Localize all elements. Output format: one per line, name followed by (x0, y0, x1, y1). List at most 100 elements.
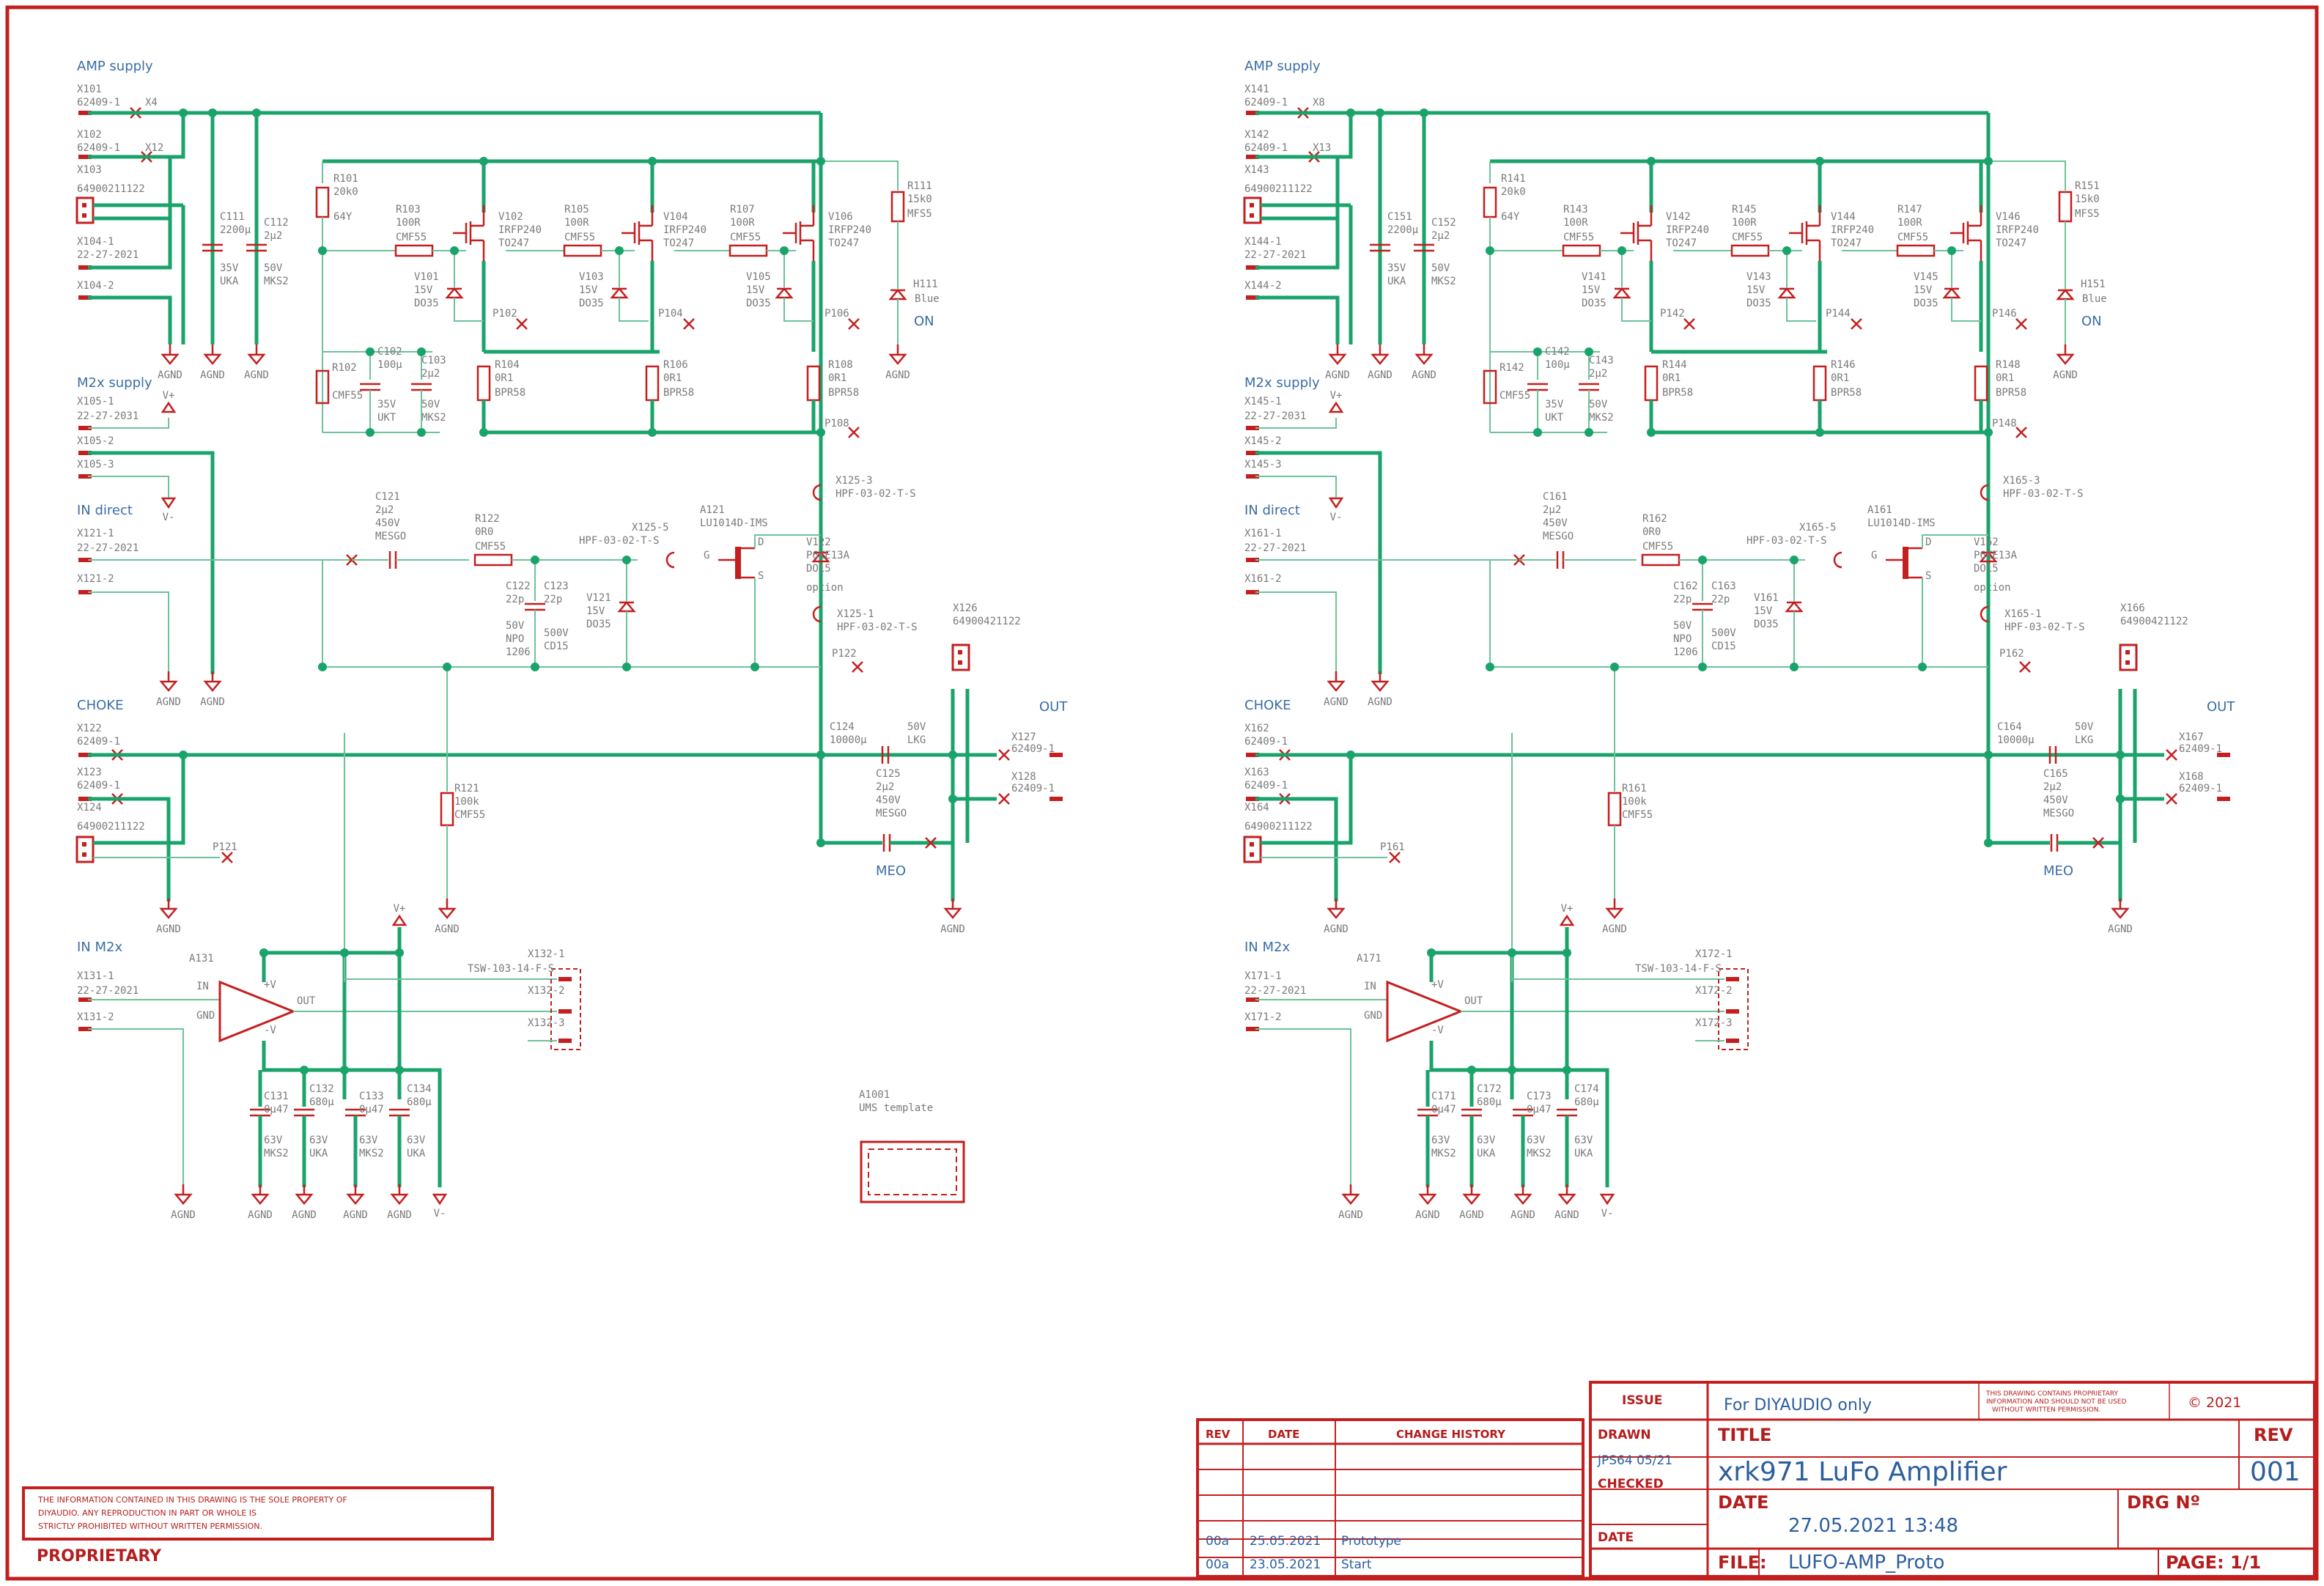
schematic-label: 15V (1754, 605, 1773, 617)
schematic-label: 63V (1574, 1135, 1593, 1146)
title-block-text: REV DATE CHANGE HISTORY 00a 25.05.2021 P… (1206, 1390, 2301, 1574)
schematic-label: X161-2 (1244, 573, 1282, 585)
schematic-label: X161-1 (1244, 528, 1282, 539)
schematic-label: X123 (77, 767, 102, 778)
hist-col-change: CHANGE HISTORY (1396, 1428, 1506, 1441)
no-connect-mark (848, 318, 860, 330)
schematic-label: 0R1 (663, 372, 682, 384)
schematic-label: 62409-1 (1244, 736, 1288, 748)
schematic-label: 50V (2075, 721, 2094, 733)
schematic-label: 64Y (333, 211, 353, 223)
supply-label: V- (1601, 1208, 1614, 1220)
schematic-label: 63V (309, 1135, 328, 1146)
no-connect-mark (1683, 318, 1695, 330)
schematic-label: DO35 (1754, 619, 1779, 630)
capacitor (1557, 1108, 1577, 1117)
schematic-label: X125-1 (837, 608, 874, 620)
mosfet (1950, 205, 1982, 261)
supply-symbol (1328, 401, 1344, 413)
schematic-label: 64Y (1501, 211, 1520, 223)
schematic-label: C102 (377, 346, 402, 358)
section-amp-supply: AMP supply (1244, 59, 1321, 74)
schematic-label: 22p (506, 594, 524, 605)
schematic-label: 62409-1 (1244, 97, 1288, 108)
pin-s: S (758, 570, 764, 582)
hpf-connector (1980, 605, 1989, 623)
schematic-label: X144-2 (1244, 280, 1282, 292)
hist-date-1: 25.05.2021 (1250, 1534, 1321, 1549)
schematic-label: A121 (700, 504, 725, 516)
schematic-label: R162 (1642, 513, 1667, 525)
hpf-connector (665, 551, 675, 569)
schematic-label: HPF-03-02-T-S (835, 488, 916, 500)
schematic-label: R151 (2075, 180, 2100, 192)
legal-line-2: DIYAUDIO. ANY REPRODUCTION IN PART OR WH… (38, 1508, 257, 1518)
schematic-label: 22-27-2021 (1244, 542, 1306, 554)
schematic-label: C134 (407, 1083, 432, 1095)
no-connect-mark (2015, 427, 2027, 438)
hist-col-rev: REV (1206, 1428, 1231, 1441)
schematic-label: V143 (1746, 271, 1771, 283)
schematic-label: 2µ2 (1431, 230, 1450, 242)
schematic-label: 10000µ (830, 734, 867, 746)
schematic-label: 500V (544, 627, 569, 639)
schematic-label: C165 (2043, 768, 2068, 780)
schematic-label: MKS2 (421, 412, 446, 424)
schematic-label: C161 (1543, 491, 1568, 503)
schematic-label: R145 (1732, 204, 1757, 215)
no-connect-mark (2015, 318, 2027, 330)
schematic-label: V102 (498, 211, 523, 223)
ground-label: AGND (435, 923, 460, 935)
ground-label: AGND (158, 369, 182, 381)
schematic-label: X101 (77, 84, 102, 95)
hist-change-2: Start (1341, 1557, 1372, 1572)
schematic-label: V122 (806, 536, 831, 548)
schematic-label: X12 (145, 142, 163, 154)
schematic-label: R144 (1662, 359, 1687, 371)
ground-symbol (174, 1193, 193, 1205)
schematic-label: V144 (1831, 211, 1856, 223)
schematic-label: 63V (407, 1135, 426, 1146)
schematic-label: 15V (414, 284, 433, 296)
schematic-label: X124 (77, 802, 102, 814)
no-connect-mark (683, 318, 695, 330)
section-out: OUT (1039, 699, 1068, 715)
schematic-label: 20k0 (1501, 186, 1526, 198)
schematic-label: DO35 (579, 298, 604, 309)
schematic-label: HPF-03-02-T-S (1746, 535, 1827, 547)
ground-label: AGND (343, 1209, 368, 1221)
schematic-label: TO247 (498, 237, 529, 249)
schematic-label: P122 (832, 648, 857, 660)
schematic-label: 15k0 (907, 193, 932, 205)
no-connect-mark (2092, 837, 2104, 849)
schematic-label: CMF55 (730, 232, 761, 243)
section-choke: CHOKE (1244, 698, 1291, 713)
capacitor (388, 551, 397, 569)
schematic-label: 100µ (377, 359, 402, 371)
schematic-label: 2µ2 (375, 504, 394, 516)
connector-pin (1246, 753, 1259, 757)
schematic-label: BPR58 (1996, 387, 2026, 399)
schematic-label: C122 (506, 580, 531, 592)
schematic-label: X127 (1011, 731, 1036, 743)
schematic-label: X144-1 (1244, 236, 1282, 248)
capacitor (2048, 746, 2057, 764)
connector-pin (558, 1039, 572, 1043)
schematic-label: X8 (1313, 97, 1325, 108)
schematic-label: 100R (564, 217, 589, 229)
ground-symbol (159, 907, 178, 919)
ground-label: AGND (1459, 1209, 1484, 1221)
schematic-label: Blue (915, 293, 940, 305)
ground-symbol (1371, 680, 1390, 692)
schematic-label: X163 (1244, 767, 1269, 778)
ground-symbol (203, 680, 222, 692)
schematic-label: CMF55 (1499, 390, 1530, 402)
schematic-label: BPR58 (1831, 387, 1862, 399)
opamp-pv-label: +V (264, 979, 276, 991)
rev-label: REV (2254, 1425, 2293, 1445)
section-in-direct: IN direct (1244, 503, 1300, 518)
schematic-label: X13 (1313, 142, 1331, 154)
zener-diode (2056, 289, 2075, 300)
supply-symbol (1328, 497, 1344, 509)
no-connect-mark (852, 661, 863, 673)
